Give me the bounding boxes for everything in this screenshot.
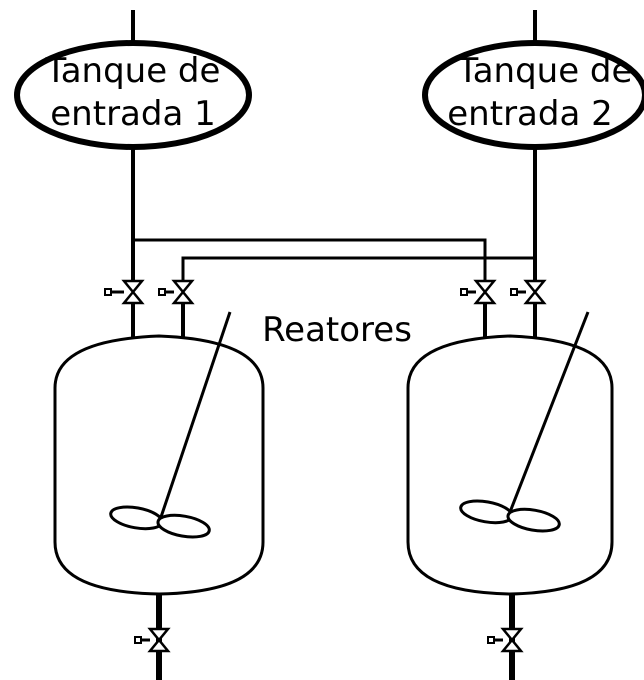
valve-inlet-1b-icon	[158, 279, 195, 305]
reactor-2-agitator-shaft	[508, 311, 590, 513]
reactor-1	[53, 311, 265, 596]
tank-2-label-line1: Tanque de	[457, 51, 633, 91]
valve-outlet-2-icon	[487, 627, 524, 653]
tank-2-label-line2: entrada 2	[447, 94, 612, 134]
tank-1-label-line2: entrada 1	[50, 94, 215, 134]
inlet-tank-2: Tanque de entrada 2	[422, 10, 644, 150]
reactor-1-agitator-icon	[109, 505, 211, 539]
valve-inlet-1a-icon	[104, 279, 145, 305]
inlet-tank-1: Tanque de entrada 1	[14, 10, 252, 150]
valve-inlet-2a-icon	[460, 279, 497, 305]
reactor-2	[406, 311, 614, 596]
tank-1-ellipse-icon	[14, 40, 252, 150]
reactors-label: Reatores	[262, 310, 412, 350]
reactor-1-agitator-shaft	[158, 311, 232, 521]
reactor-2-vessel-icon	[406, 334, 614, 596]
valve-inlet-2b-icon	[510, 279, 547, 305]
tank-1-label-line1: Tanque de	[45, 51, 221, 91]
tank-2-ellipse-icon	[422, 40, 644, 150]
reactor-1-vessel-icon	[53, 334, 265, 596]
reactor-2-agitator-icon	[459, 499, 561, 533]
valve-outlet-1-icon	[134, 627, 171, 653]
